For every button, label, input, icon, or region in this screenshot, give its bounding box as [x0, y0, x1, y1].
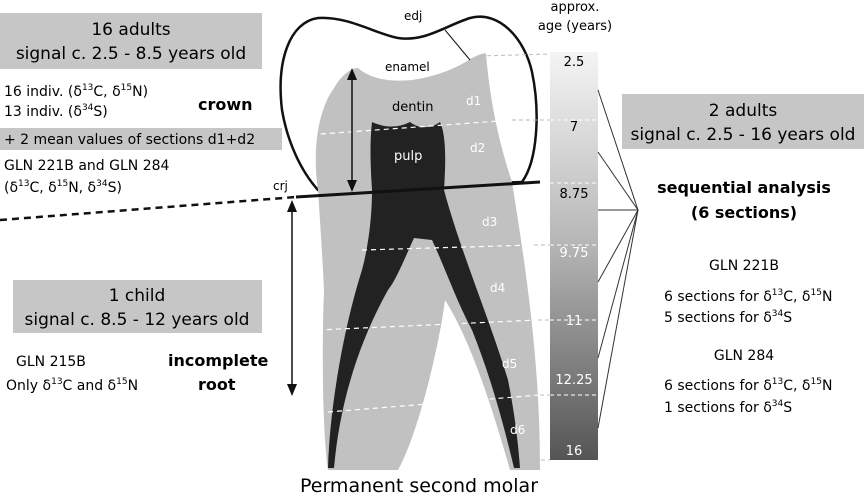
- crown-region-label: crown: [198, 95, 253, 114]
- age-value-4: 11: [566, 314, 583, 329]
- age-value-2: 8.75: [560, 187, 589, 202]
- section-label-d1: d1: [466, 94, 481, 108]
- age-value-3: 9.75: [560, 246, 589, 261]
- root-region-label-line2: root: [198, 375, 236, 394]
- sample2-s-sections: 1 sections for δ34S: [664, 399, 792, 416]
- root-region-label-line1: incomplete: [168, 351, 268, 370]
- pulp-label: pulp: [394, 149, 422, 164]
- crown-sample-isotopes: (δ13C, δ15N, δ34S): [4, 179, 122, 196]
- enamel-label: enamel: [385, 60, 430, 74]
- section-label-d3: d3: [482, 215, 497, 229]
- sequential-signal-range: signal c. 2.5 - 16 years old: [631, 125, 856, 145]
- sample2-cn-sections: 6 sections for δ13C, δ15N: [664, 377, 832, 394]
- sample1-id: GLN 221B: [709, 258, 779, 274]
- sequential-count-title: 2 adults: [709, 101, 778, 121]
- root-arrow-head-bottom: [287, 384, 297, 396]
- root-sample-id: GLN 215B: [16, 354, 86, 370]
- age-value-0: 2.5: [564, 55, 585, 70]
- mean-values-text: + 2 mean values of sections d1+d2: [4, 132, 255, 148]
- age-header-line1: approx.: [551, 0, 600, 15]
- adults-count-title: 16 adults: [91, 20, 170, 40]
- child-count-title: 1 child: [109, 286, 166, 306]
- age-value-5: 12.25: [555, 373, 592, 388]
- root-sample-isotopes: Only δ13C and δ15N: [6, 377, 138, 394]
- edj-label: edj: [404, 9, 422, 23]
- section-label-d6: d6: [510, 423, 525, 437]
- sample1-cn-sections: 6 sections for δ13C, δ15N: [664, 288, 832, 305]
- adults-signal-range: signal c. 2.5 - 8.5 years old: [16, 44, 246, 64]
- sequential-method-line1: sequential analysis: [657, 178, 831, 197]
- crj-label: crj: [273, 179, 288, 193]
- root-arrow-head-top: [287, 200, 297, 212]
- section-label-d5: d5: [502, 357, 517, 371]
- sample1-s-sections: 5 sections for δ34S: [664, 309, 792, 326]
- dentin-label: dentin: [392, 100, 433, 115]
- figure-caption: Permanent second molar: [300, 475, 538, 497]
- child-signal-range: signal c. 8.5 - 12 years old: [25, 310, 250, 330]
- crj-line-dashed: [0, 197, 296, 220]
- sample2-id: GLN 284: [714, 348, 774, 364]
- section-label-d2: d2: [470, 141, 485, 155]
- age-header-line2: age (years): [538, 19, 612, 34]
- crown-sample-ids: GLN 221B and GLN 284: [4, 158, 170, 174]
- crown-isotope-count-s: 13 indiv. (δ34S): [4, 103, 108, 120]
- age-value-1: 7: [570, 120, 578, 135]
- sequential-method-line2: (6 sections): [691, 203, 797, 222]
- section-label-d4: d4: [490, 281, 505, 295]
- age-value-6: 16: [566, 444, 583, 459]
- crown-isotope-count-cn: 16 indiv. (δ13C, δ15N): [4, 83, 148, 100]
